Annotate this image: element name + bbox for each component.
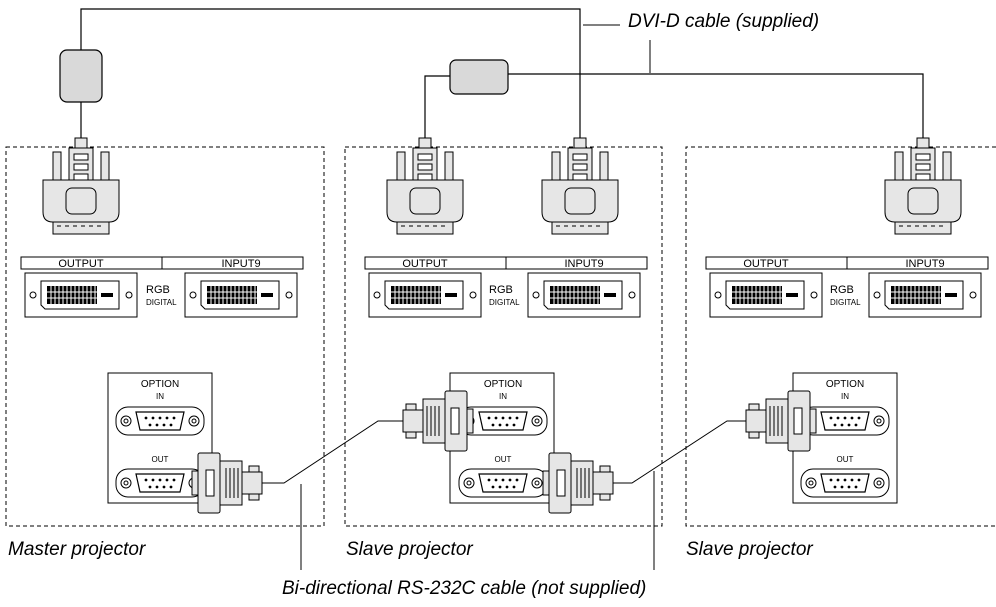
slave-projector-1-label: Slave projector bbox=[346, 539, 473, 560]
option-label: OPTION bbox=[826, 379, 864, 390]
terminal-panel-master: OUTPUT INPUT9 RGB DIGITAL bbox=[20, 256, 304, 318]
output-label: OUTPUT bbox=[743, 258, 789, 270]
in-label: IN bbox=[156, 392, 164, 401]
option-out-port bbox=[458, 468, 548, 498]
dvi-cable bbox=[80, 8, 924, 146]
rs232-cable-label: Bi-directional RS-232C cable (not suppli… bbox=[282, 578, 647, 599]
out-label: OUT bbox=[495, 455, 512, 464]
rs232-plug-slave1-in bbox=[402, 390, 474, 452]
projector-panel-slave-1 bbox=[344, 146, 663, 527]
in-label: IN bbox=[499, 392, 507, 401]
dvi-input9-socket bbox=[868, 272, 982, 318]
dvi-plug-slave1-input bbox=[386, 137, 464, 235]
input9-label: INPUT9 bbox=[564, 258, 603, 270]
dvi-output-socket bbox=[24, 272, 138, 318]
terminal-panel-slave-2: OUTPUT INPUT9 RGB DIGITAL bbox=[705, 256, 989, 318]
projector-panel-master bbox=[5, 146, 325, 527]
dvi-output-socket bbox=[368, 272, 482, 318]
projector-panel-slave-2 bbox=[685, 146, 996, 527]
terminal-panel-slave-1: OUTPUT INPUT9 RGB DIGITAL bbox=[364, 256, 648, 318]
dvi-cable-ferrite-slave bbox=[449, 59, 509, 95]
master-projector-label: Master projector bbox=[8, 539, 146, 560]
dvi-input9-socket bbox=[527, 272, 641, 318]
output-label: OUTPUT bbox=[58, 258, 104, 270]
digital-label: DIGITAL bbox=[830, 298, 861, 307]
digital-label: DIGITAL bbox=[489, 298, 520, 307]
input9-label: INPUT9 bbox=[905, 258, 944, 270]
option-label: OPTION bbox=[141, 379, 179, 390]
rs232-cables bbox=[262, 420, 746, 484]
slave-projector-2-label: Slave projector bbox=[686, 539, 813, 560]
input9-label: INPUT9 bbox=[221, 258, 260, 270]
rgb-label: RGB bbox=[146, 284, 170, 296]
option-in-port bbox=[115, 406, 205, 436]
out-label: OUT bbox=[837, 455, 854, 464]
output-label: OUTPUT bbox=[402, 258, 448, 270]
dvi-plug-slave1-output bbox=[541, 137, 619, 235]
rs232-plug-master-out bbox=[192, 453, 262, 513]
rs232-plug-slave1-out bbox=[543, 453, 613, 513]
dvi-input9-socket bbox=[184, 272, 298, 318]
out-label: OUT bbox=[152, 455, 169, 464]
dvi-plug-slave2-input bbox=[884, 137, 962, 235]
option-out-port bbox=[800, 468, 890, 498]
dvi-plug-master-output bbox=[42, 137, 120, 235]
dvi-output-socket bbox=[709, 272, 823, 318]
option-label: OPTION bbox=[484, 379, 522, 390]
rs232-plug-slave2-in bbox=[745, 390, 817, 452]
dvi-cable-label: DVI-D cable (supplied) bbox=[628, 11, 820, 32]
option-out-port bbox=[115, 468, 205, 498]
rgb-label: RGB bbox=[489, 284, 513, 296]
rgb-label: RGB bbox=[830, 284, 854, 296]
digital-label: DIGITAL bbox=[146, 298, 177, 307]
in-label: IN bbox=[841, 392, 849, 401]
dvi-cable-ferrite-master bbox=[59, 49, 103, 103]
